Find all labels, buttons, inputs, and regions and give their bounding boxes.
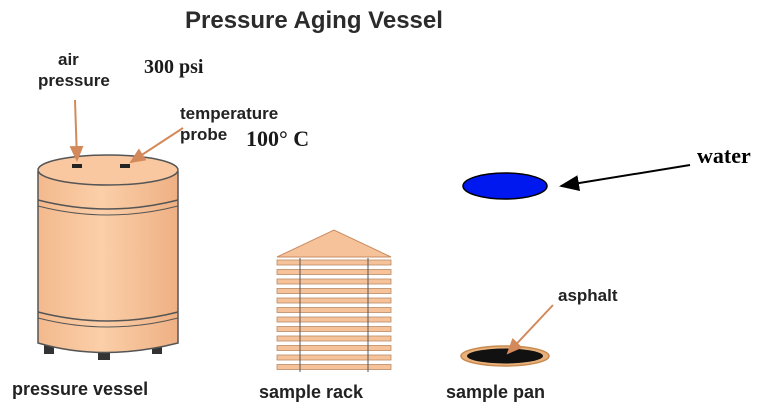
- temperature-value: 100° C: [246, 126, 310, 151]
- rack-top: [276, 229, 392, 258]
- rack-shelf: [276, 307, 392, 313]
- sample-pan: [460, 345, 550, 367]
- rack-shelf: [276, 297, 392, 304]
- water-arrow: [559, 164, 691, 192]
- rack-shelf: [276, 345, 392, 351]
- sample-rack-label: sample rack: [259, 382, 364, 402]
- air-pressure-label-2: pressure: [38, 71, 110, 90]
- pressure-vessel-label: pressure vessel: [12, 379, 149, 399]
- rack-shelf: [276, 259, 392, 266]
- pressure-value: 300 psi: [144, 56, 204, 78]
- asphalt-leader: [506, 304, 554, 355]
- vessel-foot: [98, 349, 110, 360]
- rack-shelf: [276, 288, 392, 294]
- rack-shelf: [276, 354, 392, 361]
- rack-shelf: [276, 335, 392, 342]
- rack-shelf: [276, 278, 392, 285]
- vessel-foot: [152, 343, 162, 354]
- temperature-probe-label-1: temperature: [180, 104, 279, 123]
- air-port: [72, 164, 82, 168]
- water-label: water: [697, 143, 751, 168]
- vessel-body: [37, 171, 179, 354]
- rack-shelf: [276, 269, 392, 275]
- vessel-lid: [37, 154, 179, 186]
- rack-shelf: [276, 316, 392, 323]
- rack-shelf: [276, 326, 392, 332]
- asphalt-label: asphalt: [558, 286, 618, 305]
- pressure-vessel: [37, 154, 179, 360]
- air-pressure-label-1: air: [58, 50, 79, 69]
- vessel-foot: [44, 343, 54, 354]
- water-dish: [462, 172, 548, 200]
- probe-port: [120, 164, 130, 168]
- rack-shelves: [276, 259, 392, 370]
- asphalt-fill: [467, 348, 543, 364]
- rack-shelf: [276, 364, 392, 370]
- sample-rack: [276, 229, 392, 372]
- sample-pan-label: sample pan: [446, 382, 546, 402]
- temperature-probe-label-2: probe: [180, 125, 228, 144]
- air-pressure-leader: [69, 99, 84, 162]
- diagram-title: Pressure Aging Vessel: [185, 7, 443, 34]
- probe-leader: [129, 127, 184, 164]
